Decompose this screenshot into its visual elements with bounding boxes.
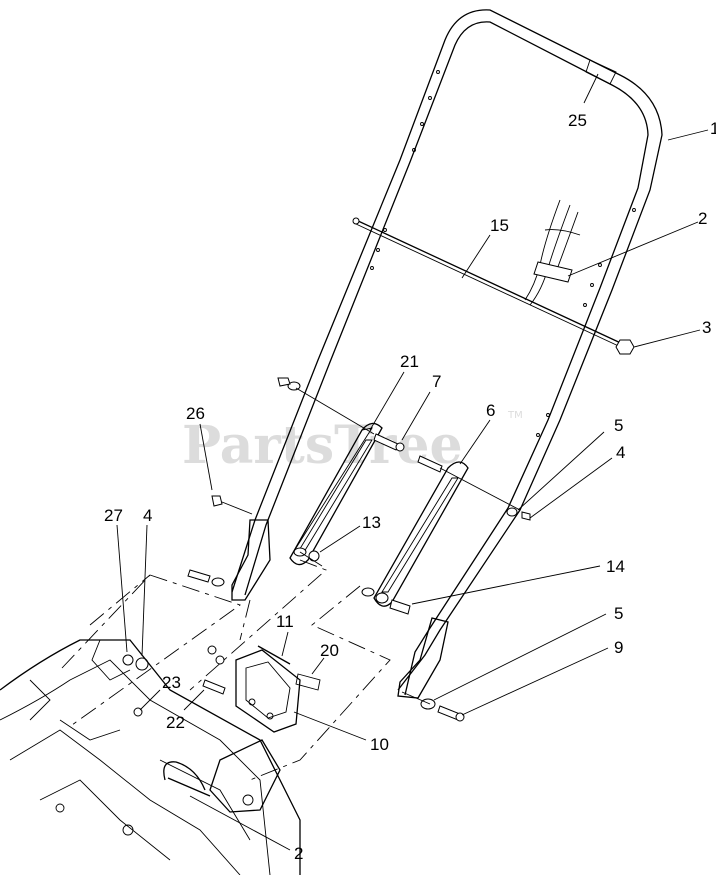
watermark: PartsTree TM (182, 410, 523, 476)
callout-4-left: 4 (143, 506, 152, 525)
callout-6: 6 (486, 401, 495, 420)
callout-20: 20 (320, 641, 339, 660)
callout-26: 26 (186, 404, 205, 423)
watermark-text: PartsTree (182, 415, 463, 476)
callout-22: 22 (166, 713, 185, 732)
callout-10: 10 (370, 735, 389, 754)
callout-1: 1 (710, 119, 716, 138)
mower-deck (0, 639, 301, 875)
bracket-10 (235, 649, 301, 733)
callout-2-lower: 2 (294, 844, 303, 863)
label-20 (295, 673, 321, 691)
callout-9: 9 (614, 638, 623, 657)
callout-7: 7 (432, 372, 441, 391)
handle-holes (370, 70, 636, 437)
leader-lines (116, 73, 709, 851)
callout-21: 21 (400, 352, 419, 371)
link-6 (373, 461, 469, 607)
callout-23: 23 (162, 673, 181, 692)
nut-3 (615, 339, 635, 355)
upper-handle (231, 9, 663, 699)
hardware (122, 377, 531, 722)
callout-13: 13 (362, 513, 381, 532)
callout-5-upper: 5 (614, 416, 623, 435)
watermark-tm: TM (507, 410, 523, 421)
centerlines (61, 559, 391, 781)
callout-3: 3 (702, 318, 711, 337)
rod (352, 217, 626, 350)
callout-14: 14 (606, 557, 625, 576)
callout-5-lower: 5 (614, 604, 623, 623)
callout-25: 25 (568, 111, 587, 130)
callout-11: 11 (276, 612, 294, 631)
callout-2-upper: 2 (698, 209, 707, 228)
callout-27: 27 (104, 506, 123, 525)
callout-15: 15 (490, 216, 509, 235)
callout-4-right: 4 (616, 443, 625, 462)
callouts: 1 2 3 25 15 21 7 6 26 5 4 27 4 13 14 5 9… (104, 111, 716, 863)
cable-clip (524, 199, 581, 306)
